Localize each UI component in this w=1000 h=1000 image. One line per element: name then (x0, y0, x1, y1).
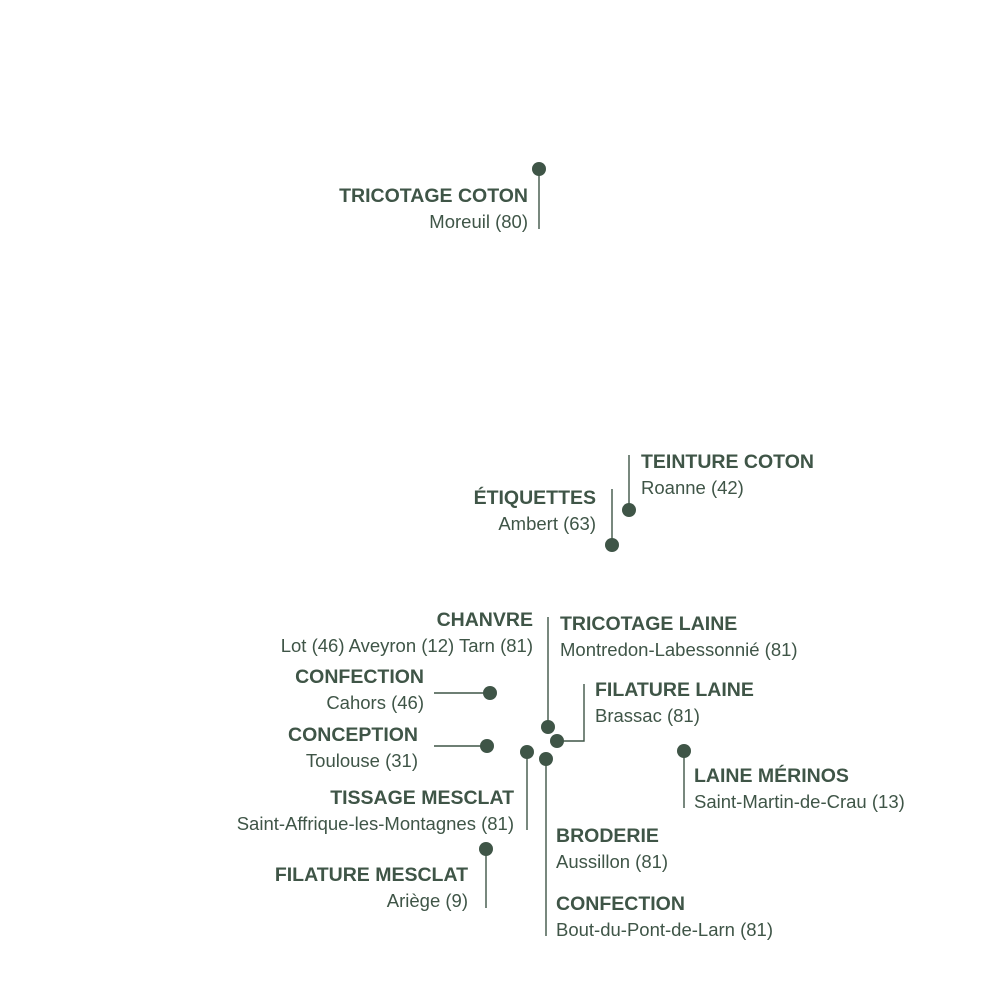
location-pin-icon[interactable] (550, 734, 564, 748)
site-location: Ariège (9) (387, 890, 468, 911)
site-labels: TRICOTAGE COTON Moreuil (80) TEINTURE COTO… (237, 185, 905, 940)
site-title: TEINTURE COTON (641, 451, 814, 473)
site-title: ÉTIQUETTES (474, 486, 596, 509)
site-location: Montredon-Labessonnié (81) (560, 639, 798, 660)
site-title: FILATURE MESCLAT (275, 864, 468, 886)
site-label-tissage-mesclat: TISSAGE MESCLAT Saint-Affrique-les-Montag… (237, 787, 514, 834)
location-pin-icon[interactable] (677, 744, 691, 758)
site-location: Aussillon (81) (556, 851, 668, 872)
location-pin-icon[interactable] (520, 745, 534, 759)
site-label-confection-cahors: CONFECTION Cahors (46) (295, 666, 424, 713)
site-title: FILATURE LAINE (595, 679, 754, 701)
site-title: LAINE MÉRINOS (694, 764, 849, 787)
site-location: Ambert (63) (498, 513, 596, 534)
site-location: Bout-du-Pont-de-Larn (81) (556, 919, 773, 940)
site-label-confection-larn: CONFECTION Bout-du-Pont-de-Larn (81) (556, 893, 773, 940)
site-label-filature-laine: FILATURE LAINE Brassac (81) (595, 679, 754, 726)
site-location: Brassac (81) (595, 705, 700, 726)
location-pin-icon[interactable] (622, 503, 636, 517)
leader-line-filature-laine (557, 684, 585, 742)
location-pin-icon[interactable] (539, 752, 553, 766)
site-title: CONCEPTION (288, 724, 418, 746)
location-pin-icon[interactable] (483, 686, 497, 700)
site-label-tricotage-laine: TRICOTAGE LAINE Montredon-Labessonnié (81… (560, 613, 798, 660)
site-title: TRICOTAGE COTON (339, 185, 528, 207)
site-location: Roanne (42) (641, 477, 744, 498)
site-title: CHANVRE (437, 609, 533, 631)
location-pin-icon[interactable] (479, 842, 493, 856)
site-title: BRODERIE (556, 825, 659, 847)
site-title: TISSAGE MESCLAT (330, 787, 514, 809)
site-location: Lot (46) Aveyron (12) Tarn (81) (281, 635, 533, 656)
site-label-teinture-coton: TEINTURE COTON Roanne (42) (641, 451, 814, 498)
site-label-tricotage-coton: TRICOTAGE COTON Moreuil (80) (339, 185, 528, 232)
site-title: TRICOTAGE LAINE (560, 613, 737, 635)
site-label-broderie: BRODERIE Aussillon (81) (556, 825, 668, 872)
site-label-laine-merinos: LAINE MÉRINOS Saint-Martin-de-Crau (13) (694, 764, 905, 812)
site-location: Saint-Martin-de-Crau (13) (694, 791, 905, 812)
site-markers (434, 162, 691, 936)
location-pin-icon[interactable] (480, 739, 494, 753)
location-pin-icon[interactable] (605, 538, 619, 552)
site-label-filature-mesclat: FILATURE MESCLAT Ariège (9) (275, 864, 468, 911)
site-title: CONFECTION (295, 666, 424, 688)
site-location: Cahors (46) (326, 692, 424, 713)
site-location: Saint-Affrique-les-Montagnes (81) (237, 813, 514, 834)
site-location: Toulouse (31) (306, 750, 418, 771)
location-pin-icon[interactable] (532, 162, 546, 176)
site-label-etiquettes: ÉTIQUETTES Ambert (63) (474, 486, 596, 534)
site-location: Moreuil (80) (429, 211, 528, 232)
site-label-chanvre: CHANVRE Lot (46) Aveyron (12) Tarn (81) (281, 609, 533, 656)
site-title: CONFECTION (556, 893, 685, 915)
site-label-conception: CONCEPTION Toulouse (31) (288, 724, 418, 771)
